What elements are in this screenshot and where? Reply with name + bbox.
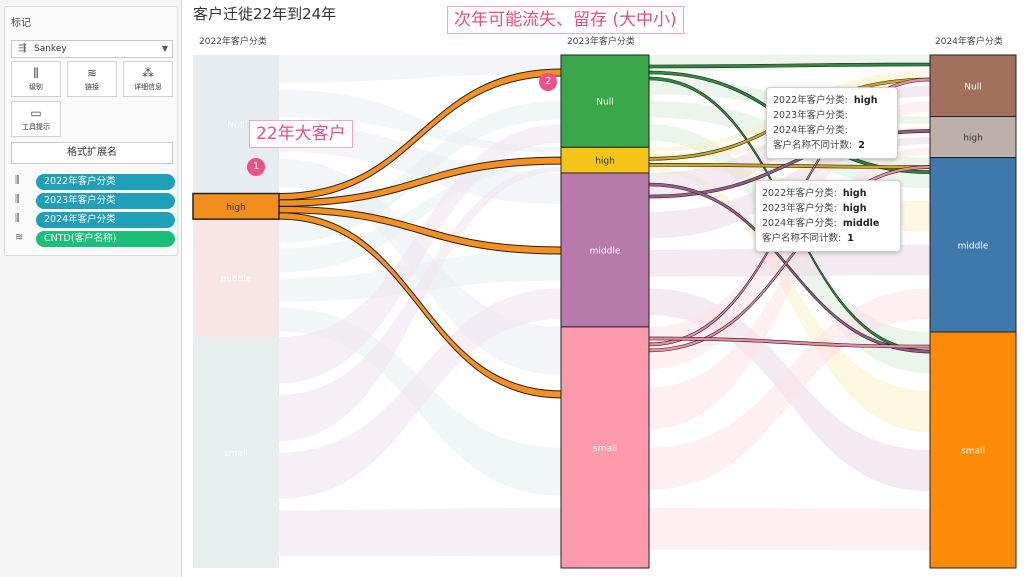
- tooltip-button-label: 工具提示: [22, 123, 50, 131]
- tooltip-icon: ▭: [30, 106, 42, 120]
- node-2023-small: [560, 326, 650, 569]
- node-2024-small: [929, 331, 1017, 569]
- sankey-icon: ⇶: [18, 43, 27, 54]
- level-icon: ⫼: [15, 175, 20, 186]
- tooltip-row: 2023年客户分类:: [773, 110, 848, 121]
- marks-card: 标记 ⇶ Sankey ▼ ⫼ 级别 ≋ 链接 ⁂ 详细信息 ▭ 工具提示 格式…: [4, 6, 178, 256]
- node-2024-high: [929, 116, 1017, 159]
- node-label-2023-small: small: [593, 444, 617, 454]
- tooltip-row: 2024年客户分类:middle: [762, 218, 880, 229]
- tooltip-row: 2022年客户分类:high: [762, 188, 867, 199]
- chart-title: 客户迁徙22年到24年: [193, 5, 337, 23]
- tooltip-row: 2022年客户分类:high: [773, 95, 878, 106]
- link-button-label: 链接: [85, 83, 99, 91]
- annotation-badge-2: 2: [539, 73, 557, 91]
- detail-button-label: 详细信息: [134, 83, 162, 91]
- annotation-churn-retain: 次年可能流失、留存 (大中小): [447, 6, 684, 34]
- chevron-down-icon: ▼: [161, 44, 168, 53]
- node-2023-high: [560, 146, 650, 174]
- tooltip-row: 客户名称不同计数:1: [762, 233, 854, 244]
- node-2022-middle: [193, 219, 279, 338]
- node-label-2024-high: high: [963, 134, 983, 144]
- sankey-chart: Null high middle small Null high middle small Nu…: [192, 54, 1017, 569]
- pill-row-cntd: ≋ CNTD(客户名称): [11, 231, 175, 247]
- annotation-big-customers: 22年大客户: [249, 120, 353, 148]
- node-2023-null: [560, 54, 650, 148]
- background-flow: [649, 244, 930, 277]
- background-flow: [279, 249, 561, 302]
- format-extension-button[interactable]: 格式扩展名: [11, 142, 173, 164]
- mark-type-label: Sankey: [34, 44, 67, 54]
- column-header-2022: 2022年客户分类: [199, 37, 267, 47]
- tooltip-high-to-null: 2022年客户分类:high 2023年客户分类: 2024年客户分类: 客户名…: [766, 87, 898, 159]
- node-label-2023-middle: middle: [590, 246, 621, 256]
- node-2022-high-selected: [192, 192, 280, 220]
- field-pill-2022[interactable]: 2022年客户分类: [36, 174, 175, 190]
- level-icon: ⫼: [15, 194, 20, 205]
- marks-pane: 标记 ⇶ Sankey ▼ ⫼ 级别 ≋ 链接 ⁂ 详细信息 ▭ 工具提示 格式…: [0, 0, 182, 577]
- node-2022-small: [193, 337, 279, 568]
- marks-card-title: 标记: [11, 18, 31, 29]
- detail-icon: ⁂: [142, 66, 154, 80]
- mark-type-dropdown[interactable]: ⇶ Sankey ▼: [11, 40, 173, 58]
- background-flow: [649, 166, 930, 433]
- node-2023-middle: [560, 172, 650, 328]
- tooltip-high-to-middle: 2022年客户分类:high 2023年客户分类:high 2024年客户分类:…: [755, 180, 901, 252]
- pill-row-2022: ⫼ 2022年客户分类: [11, 174, 175, 190]
- tooltip-button[interactable]: ▭ 工具提示: [11, 101, 61, 137]
- link-button[interactable]: ≋ 链接: [67, 61, 117, 97]
- node-label-2023-high: high: [595, 157, 615, 167]
- link-icon: ≋: [86, 66, 98, 80]
- field-pill-cntd[interactable]: CNTD(客户名称): [36, 231, 175, 247]
- background-flow: [649, 288, 930, 490]
- node-label-2024-middle: middle: [958, 241, 989, 251]
- column-header-2024: 2024年客户分类: [935, 37, 1003, 47]
- node-label-2022-high-selected: high: [226, 203, 246, 213]
- column-header-2023: 2023年客户分类: [567, 37, 635, 47]
- level-button[interactable]: ⫼ 级别: [11, 61, 61, 97]
- node-label-2024-null: Null: [964, 82, 981, 92]
- annotation-badge-1: 1: [247, 158, 265, 176]
- pill-row-2023: ⫼ 2023年客户分类: [11, 193, 175, 209]
- background-flow: [279, 160, 561, 273]
- background-flow: [279, 124, 561, 384]
- background-flow: [649, 507, 930, 551]
- node-label-2022-null: Null: [227, 121, 244, 131]
- node-label-2023-null: Null: [596, 98, 613, 108]
- link-icon: ≋: [15, 232, 24, 243]
- background-flow: [279, 55, 561, 83]
- level-icon: ⫼: [15, 213, 20, 224]
- field-pill-2023[interactable]: 2023年客户分类: [36, 193, 175, 209]
- background-flow: [279, 507, 561, 557]
- sankey-view: Null high middle small Null high middle small Nu…: [183, 0, 1024, 577]
- background-flow: [279, 89, 561, 153]
- tooltip-row: 2024年客户分类:: [773, 125, 848, 136]
- detail-button[interactable]: ⁂ 详细信息: [123, 61, 173, 97]
- pill-row-2024: ⫼ 2024年客户分类: [11, 212, 175, 228]
- node-label-2022-small: small: [224, 449, 248, 459]
- tooltip-row: 客户名称不同计数:2: [773, 140, 865, 151]
- tooltip-row: 2023年客户分类:high: [762, 203, 867, 214]
- node-2024-null: [929, 54, 1017, 118]
- node-label-2022-middle: middle: [221, 275, 252, 285]
- node-label-2024-small: small: [961, 447, 985, 457]
- field-pill-2024[interactable]: 2024年客户分类: [36, 212, 175, 228]
- background-flow: [279, 288, 561, 499]
- node-2024-middle: [929, 157, 1017, 333]
- level-icon: ⫼: [33, 66, 39, 80]
- level-button-label: 级别: [29, 83, 43, 91]
- background-flow: [649, 147, 930, 430]
- background-flow: [279, 101, 561, 243]
